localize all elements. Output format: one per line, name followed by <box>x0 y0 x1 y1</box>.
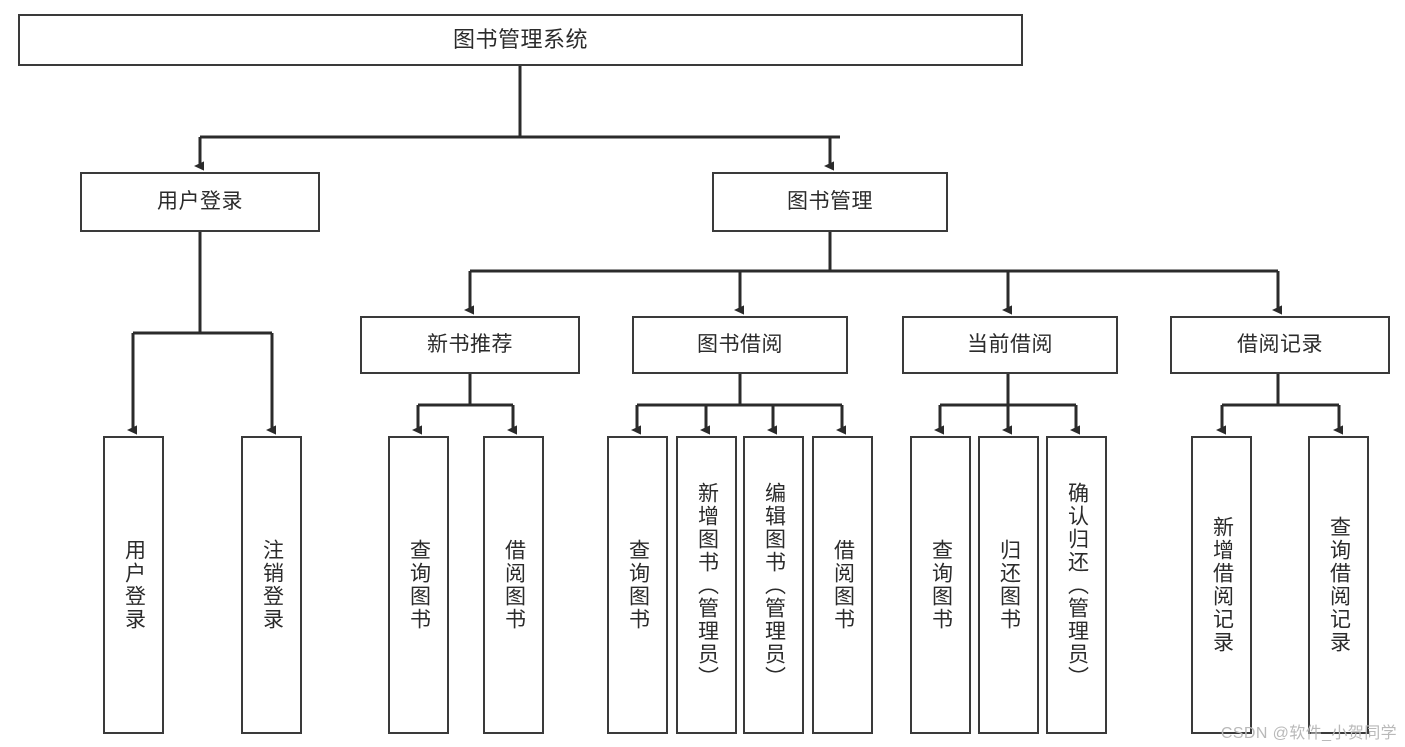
node-user-login[interactable]: 用户登录 <box>80 172 320 232</box>
leaf-add-borrow-record[interactable]: 新增借阅记录 <box>1191 436 1252 734</box>
node-label: 查询图书 <box>626 539 650 631</box>
node-label: 查询图书 <box>407 539 431 631</box>
leaf-query-borrow-record[interactable]: 查询借阅记录 <box>1308 436 1369 734</box>
leaf-borrow-book-new-recommend[interactable]: 借阅图书 <box>483 436 544 734</box>
leaf-add-book-admin[interactable]: 新增图书（管理员） <box>676 436 737 734</box>
node-label: 图书管理系统 <box>452 26 588 52</box>
leaf-query-book-current[interactable]: 查询图书 <box>910 436 971 734</box>
leaf-query-book-borrow[interactable]: 查询图书 <box>607 436 668 734</box>
node-label: 新增借阅记录 <box>1210 516 1234 654</box>
node-label: 借阅记录 <box>1237 333 1323 357</box>
leaf-borrow-book[interactable]: 借阅图书 <box>812 436 873 734</box>
leaf-return-book[interactable]: 归还图书 <box>978 436 1039 734</box>
node-new-book-recommend[interactable]: 新书推荐 <box>360 316 580 374</box>
leaf-user-login[interactable]: 用户登录 <box>103 436 164 734</box>
node-label: 当前借阅 <box>967 333 1053 357</box>
node-book-management[interactable]: 图书管理 <box>712 172 948 232</box>
node-current-borrow[interactable]: 当前借阅 <box>902 316 1118 374</box>
node-label: 注销登录 <box>260 539 284 631</box>
node-book-borrow[interactable]: 图书借阅 <box>632 316 848 374</box>
node-label: 图书借阅 <box>697 333 783 357</box>
node-label: 新书推荐 <box>427 333 513 357</box>
node-label: 新增图书（管理员） <box>695 481 719 689</box>
node-label: 查询借阅记录 <box>1327 516 1351 654</box>
node-label: 借阅图书 <box>831 539 855 631</box>
node-root-book-management-system[interactable]: 图书管理系统 <box>18 14 1023 66</box>
node-label: 确认归还（管理员） <box>1065 481 1089 689</box>
leaf-logout-login[interactable]: 注销登录 <box>241 436 302 734</box>
node-label: 借阅图书 <box>502 539 526 631</box>
node-label: 用户登录 <box>157 190 243 214</box>
node-label: 编辑图书（管理员） <box>762 481 786 689</box>
node-label: 归还图书 <box>997 539 1021 631</box>
node-borrow-record[interactable]: 借阅记录 <box>1170 316 1390 374</box>
node-label: 图书管理 <box>787 190 873 214</box>
leaf-confirm-return-admin[interactable]: 确认归还（管理员） <box>1046 436 1107 734</box>
leaf-query-book-new-recommend[interactable]: 查询图书 <box>388 436 449 734</box>
node-label: 用户登录 <box>122 539 146 631</box>
leaf-edit-book-admin[interactable]: 编辑图书（管理员） <box>743 436 804 734</box>
node-label: 查询图书 <box>929 539 953 631</box>
